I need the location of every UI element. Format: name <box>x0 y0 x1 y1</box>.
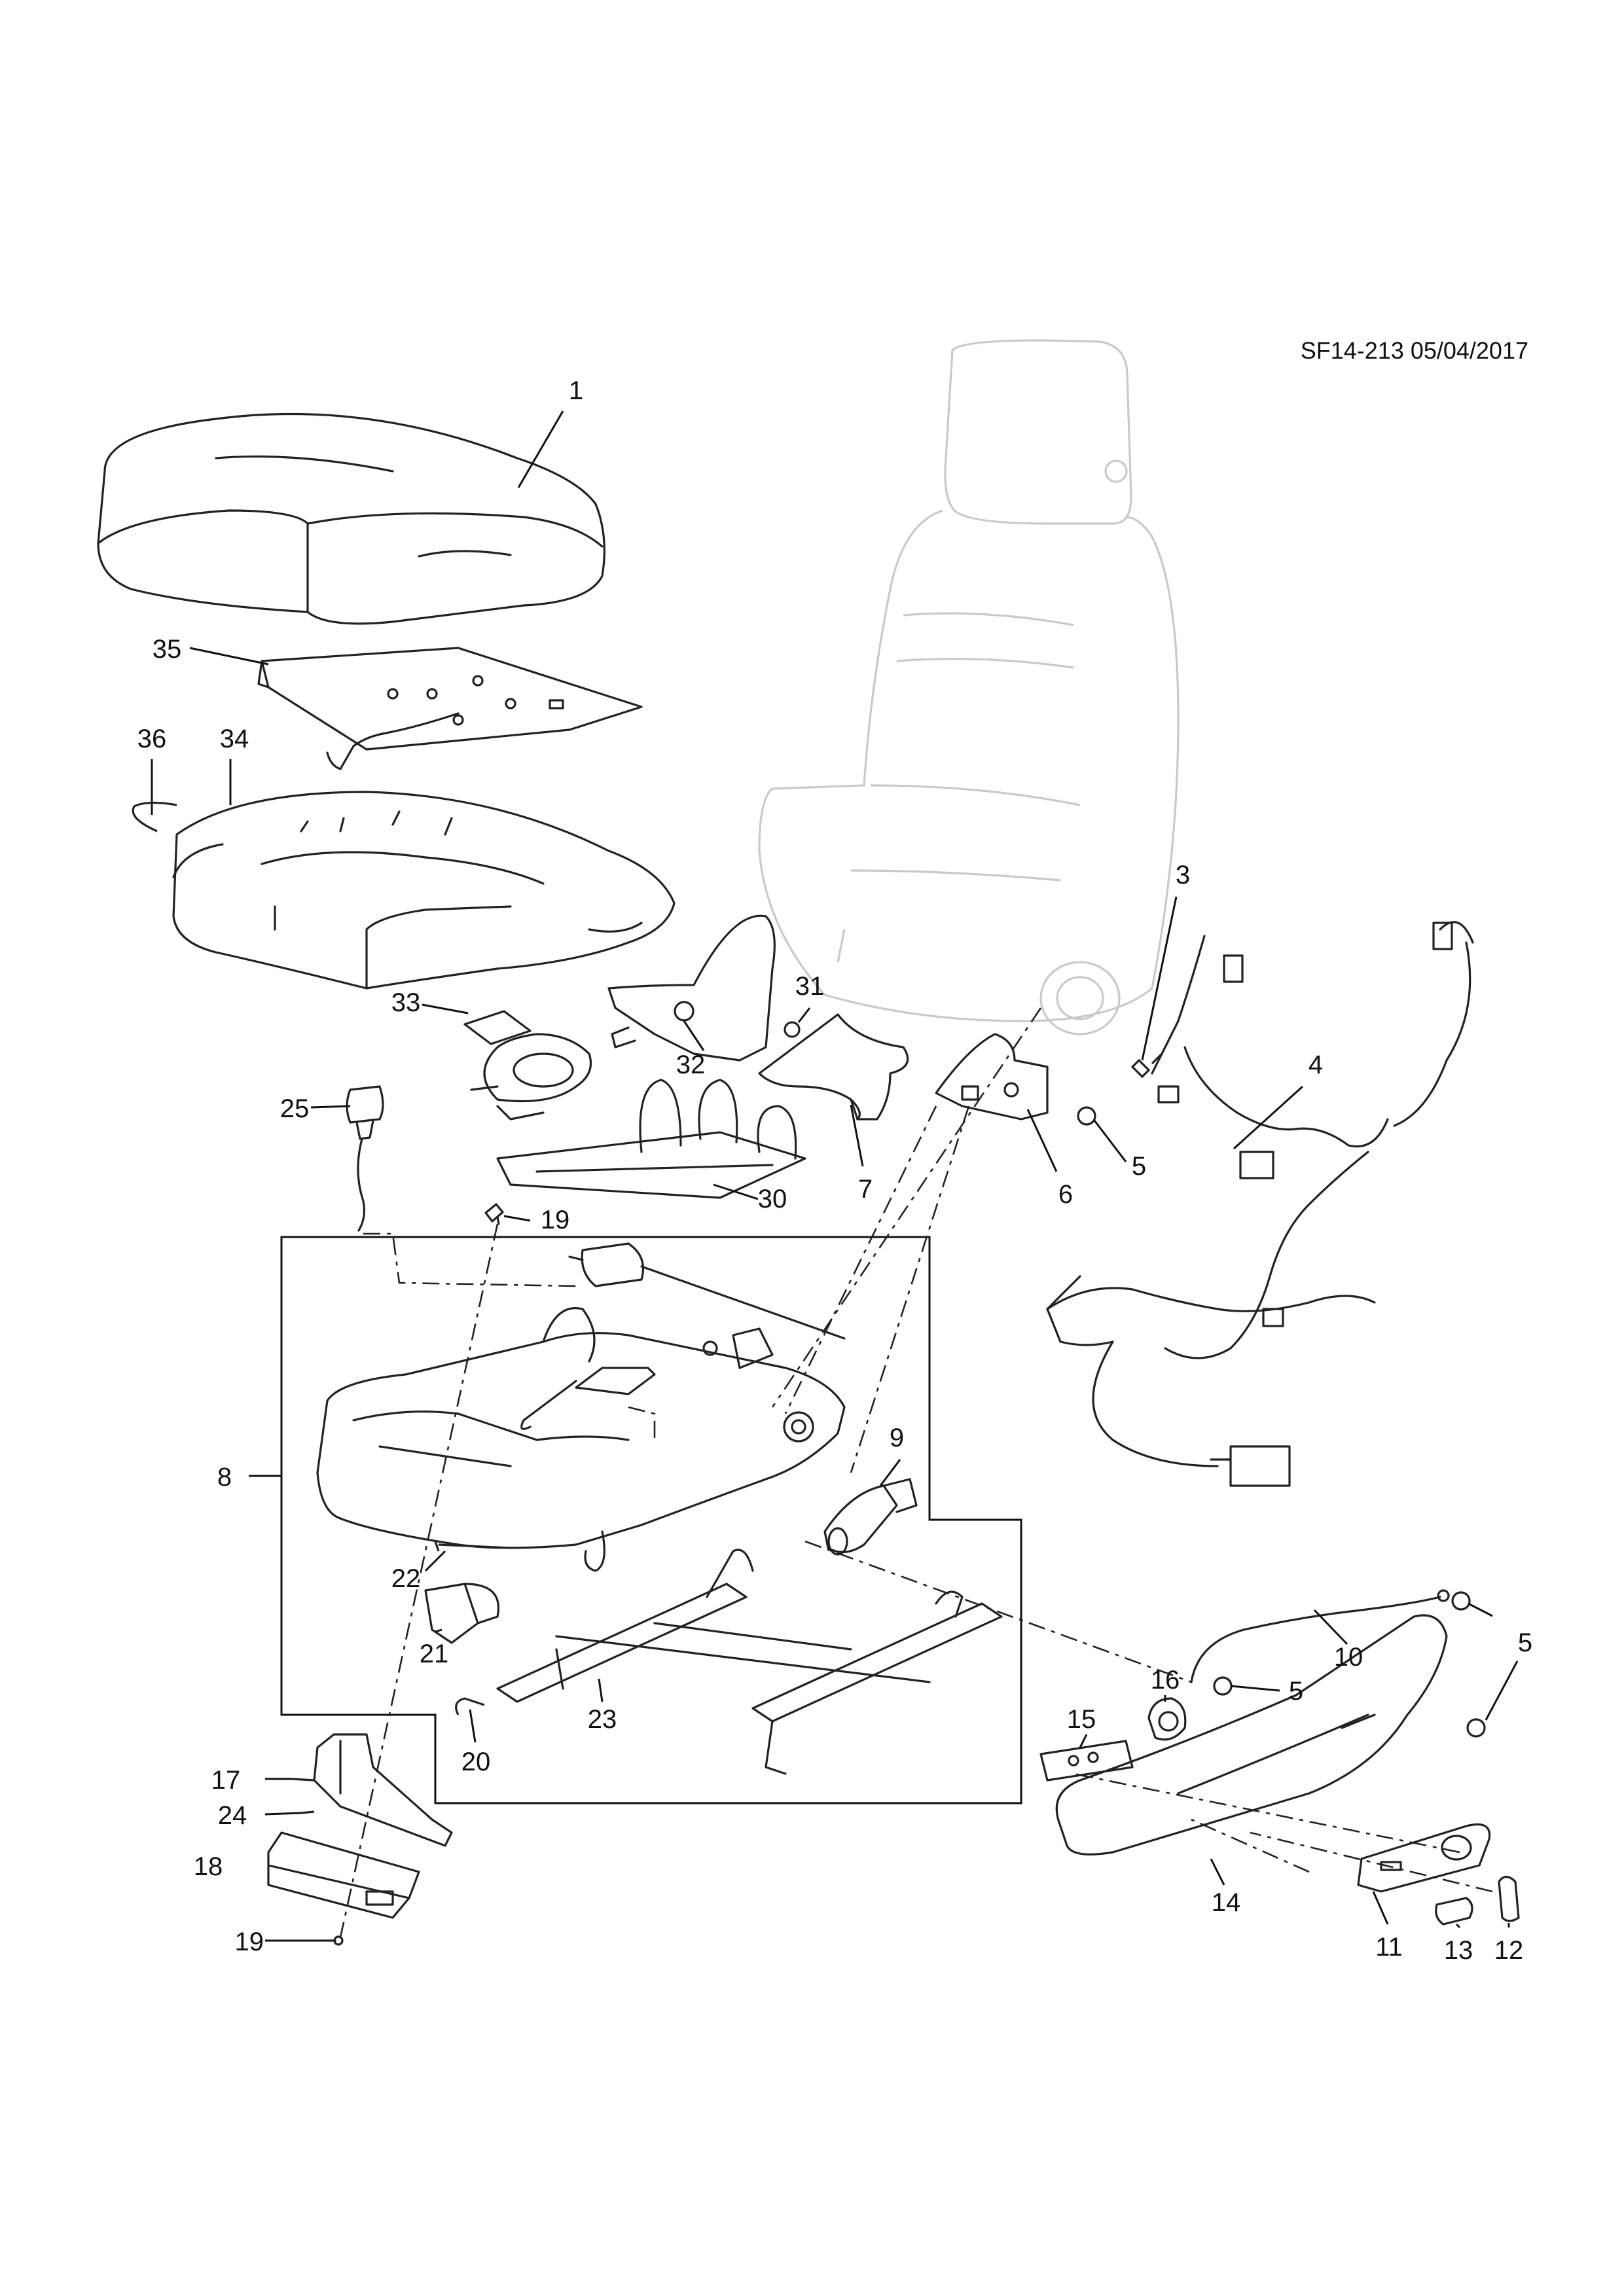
switch-bezel <box>1357 1823 1491 1893</box>
seat-back-outline <box>758 339 1180 1035</box>
callout-36: 36 <box>137 725 167 753</box>
callout-35: 35 <box>153 635 182 664</box>
nut-5-middle <box>1213 1676 1233 1696</box>
callout-21: 21 <box>420 1640 449 1668</box>
callout-5-upper: 5 <box>1132 1152 1146 1181</box>
callout-9: 9 <box>890 1424 904 1452</box>
lumbar-switch <box>1147 1697 1187 1741</box>
seat-cushion-cover <box>97 412 605 625</box>
callout-7: 7 <box>858 1175 873 1204</box>
callout-3: 3 <box>1176 861 1190 889</box>
callout-34: 34 <box>220 725 249 753</box>
leader-lines <box>151 410 1519 1942</box>
callout-23: 23 <box>588 1705 617 1734</box>
seat-adjuster-track <box>496 1549 1003 1775</box>
callout-32: 32 <box>676 1050 706 1079</box>
callout-33: 33 <box>391 988 421 1017</box>
cushion-frame-wires <box>496 1079 806 1199</box>
bolt-3 <box>1130 1052 1163 1079</box>
callout-5-middle: 5 <box>1289 1677 1303 1706</box>
lumbar-pump-module <box>463 1010 592 1121</box>
nut-5-upper <box>1077 1106 1096 1126</box>
knob-13 <box>1435 1897 1473 1926</box>
seat-pan-mat <box>257 647 643 770</box>
callout-17: 17 <box>211 1766 241 1795</box>
screw-24 <box>300 1810 315 1814</box>
seat-adjust-cable <box>1190 1589 1450 1683</box>
seat-motor-shaft <box>568 1242 846 1340</box>
knob-12 <box>1498 1875 1520 1922</box>
module-bracket <box>313 1733 453 1847</box>
power-seat-frame <box>316 1307 846 1572</box>
callout-10: 10 <box>1334 1643 1363 1672</box>
callout-14: 14 <box>1212 1888 1241 1917</box>
callout-20: 20 <box>461 1748 491 1776</box>
height-adjust-bracket <box>424 1583 499 1644</box>
seat-belt-buckle <box>346 1085 384 1232</box>
callout-25: 25 <box>280 1094 310 1123</box>
callout-31: 31 <box>795 972 825 1001</box>
assembly-lines <box>339 1007 1493 1938</box>
callout-8: 8 <box>217 1463 232 1492</box>
recliner-cover-bracket <box>935 1033 1049 1121</box>
seat-side-cover <box>758 1013 909 1121</box>
drawing-reference-code: SF14-213 05/04/2017 <box>1301 337 1528 364</box>
callout-labels: 1 3 4 5 5 5 6 7 8 9 10 11 12 13 14 15 16… <box>137 376 1532 1965</box>
callout-16: 16 <box>1151 1666 1180 1695</box>
callout-12: 12 <box>1494 1936 1524 1965</box>
callout-19-lower: 19 <box>235 1928 264 1956</box>
callout-30: 30 <box>758 1185 787 1213</box>
callout-1: 1 <box>569 376 583 405</box>
screw-19-lower <box>326 1935 344 1946</box>
callout-22: 22 <box>391 1564 421 1593</box>
screw-19-upper <box>484 1203 504 1225</box>
bolt-22 <box>434 1541 511 1552</box>
callout-19-upper: 19 <box>541 1206 570 1234</box>
wiring-harness <box>1046 921 1474 1487</box>
callout-13: 13 <box>1444 1936 1473 1965</box>
callout-18: 18 <box>194 1852 223 1881</box>
callout-5-right: 5 <box>1518 1628 1532 1657</box>
callout-15: 15 <box>1067 1705 1096 1734</box>
seat-cushion-pad <box>172 791 676 990</box>
callout-6: 6 <box>1058 1180 1073 1209</box>
callout-4: 4 <box>1308 1050 1323 1079</box>
callout-24: 24 <box>218 1801 247 1830</box>
nut-5-right-upper <box>1451 1591 1471 1611</box>
side-bracket <box>607 914 776 1062</box>
seat-control-module <box>267 1831 420 1919</box>
seat-side-trim-panel <box>1055 1614 1448 1856</box>
retaining-clip <box>132 801 177 833</box>
seat-frame-group-box <box>280 1236 1022 1804</box>
seat-motor-9 <box>823 1478 918 1556</box>
callout-11: 11 <box>1375 1933 1403 1962</box>
screw-17 <box>291 1778 315 1782</box>
nut-5-right-lower <box>1466 1718 1486 1738</box>
clip-20 <box>455 1697 485 1715</box>
hex-nut <box>784 1021 801 1038</box>
seat-switch <box>1039 1740 1134 1782</box>
